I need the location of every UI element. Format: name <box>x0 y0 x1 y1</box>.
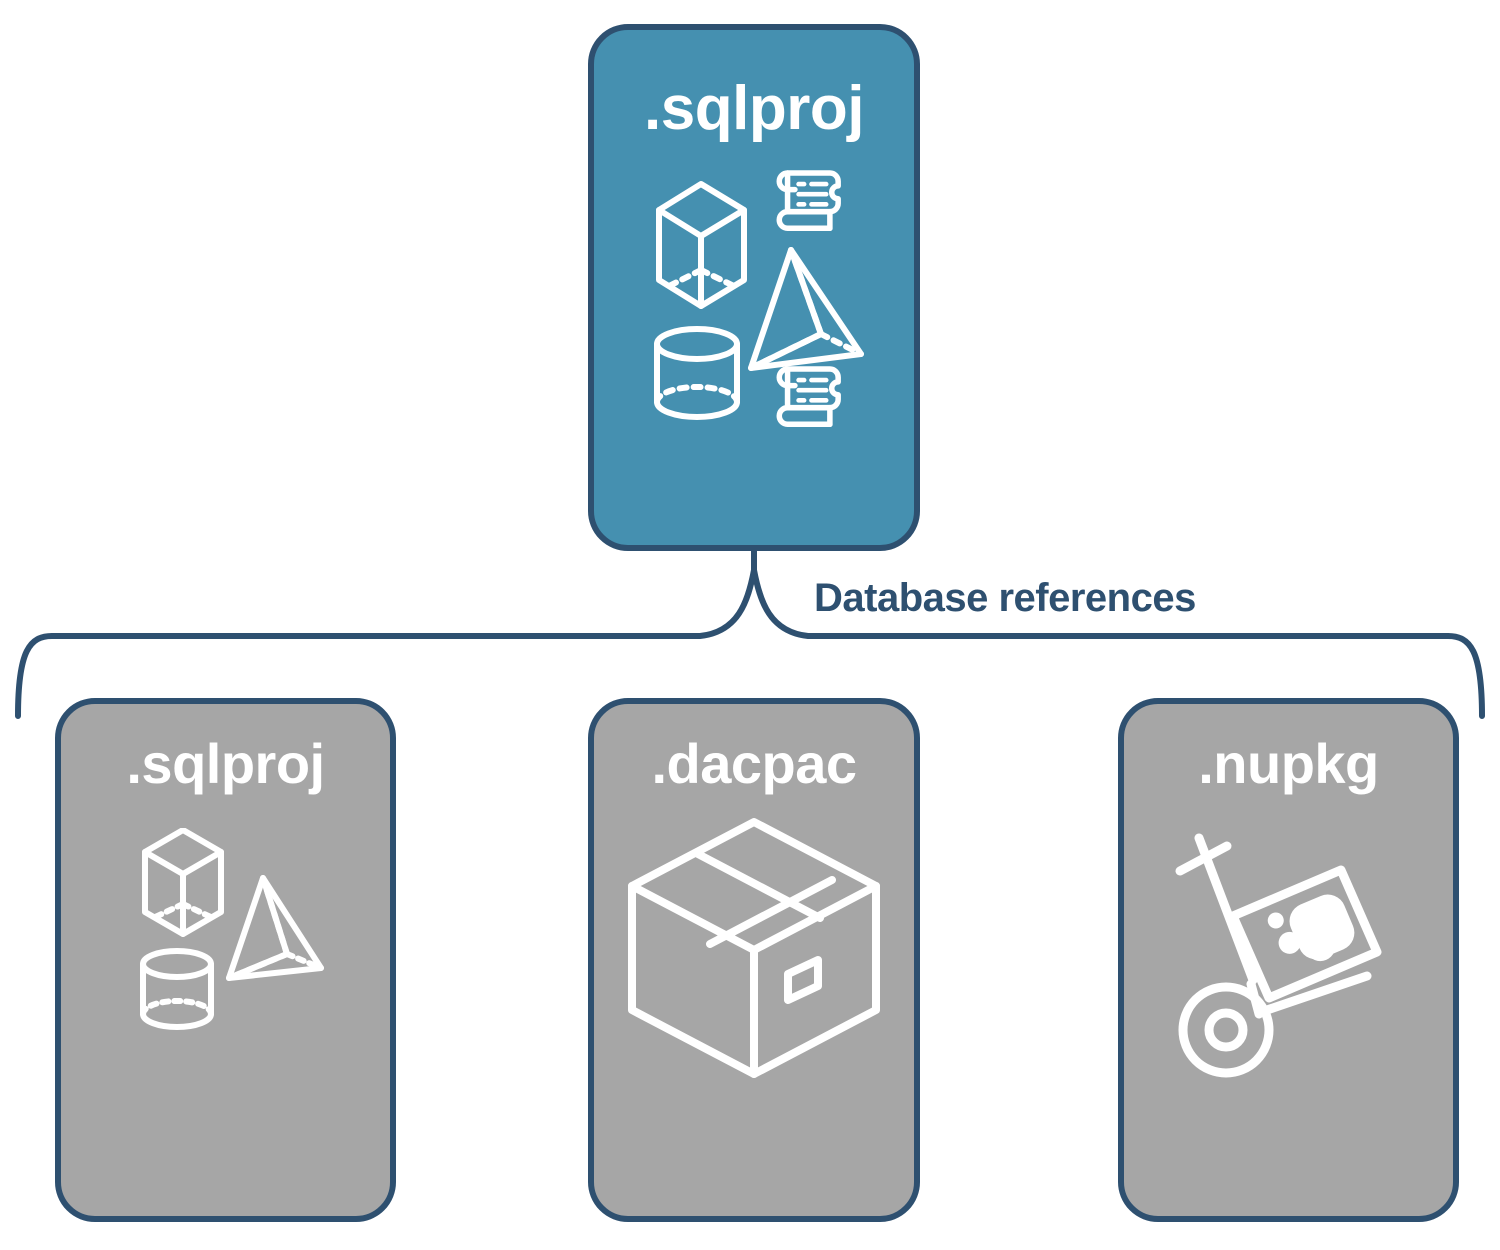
node-title: .sqlproj <box>126 732 325 795</box>
sqlproj-shapes-artwork <box>654 170 864 428</box>
wireframe-cube-icon <box>141 827 224 937</box>
brace-right-tip <box>1445 633 1485 719</box>
shipping-box-icon <box>628 818 880 1078</box>
node-title: .dacpac <box>651 732 857 795</box>
wireframe-cylinder-icon <box>654 326 740 420</box>
node-reference-sqlproj[interactable]: .sqlproj <box>55 698 396 1222</box>
node-title: .nupkg <box>1198 732 1379 795</box>
node-sqlproj-root[interactable]: .sqlproj <box>588 24 920 551</box>
scroll-script-icon <box>776 170 841 232</box>
sqlproj-shapes-artwork <box>139 827 324 1030</box>
wheel-icon <box>1178 982 1273 1078</box>
wireframe-cylinder-icon <box>139 948 214 1030</box>
wireframe-cube-icon <box>656 181 747 309</box>
wireframe-pyramid-icon <box>748 247 864 371</box>
node-artwork <box>1155 824 1423 1092</box>
brace-left-tip <box>15 633 55 719</box>
node-reference-nupkg[interactable]: .nupkg <box>1118 698 1459 1222</box>
package-glyph-icon <box>1267 894 1354 962</box>
node-reference-dacpac[interactable]: .dacpac <box>588 698 920 1222</box>
hand-truck-artwork <box>1175 833 1381 1078</box>
shipping-box-artwork <box>628 818 880 1078</box>
brace-left <box>49 567 757 639</box>
node-artwork <box>111 827 341 1048</box>
node-artwork <box>639 158 869 448</box>
database-references-brace <box>15 548 1485 719</box>
hand-truck-package-icon <box>1175 833 1381 1078</box>
node-artwork <box>620 814 888 1082</box>
connector-label: Database references <box>814 576 1196 620</box>
node-title: .sqlproj <box>644 74 864 143</box>
wireframe-pyramid-icon <box>225 875 324 981</box>
scroll-script-icon <box>776 366 841 428</box>
